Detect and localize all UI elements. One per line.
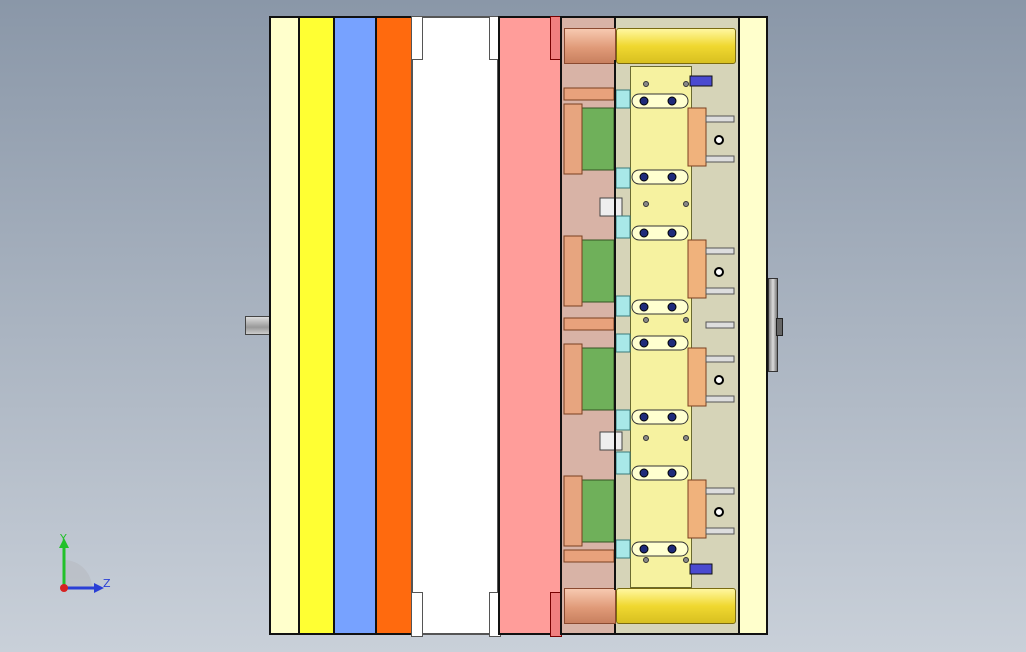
core-plate	[498, 16, 562, 635]
clamp-plate-left	[269, 16, 300, 635]
triad-z-label: Z	[103, 577, 111, 590]
blue-strip-top	[689, 75, 713, 87]
sprue-pin-left	[245, 316, 271, 335]
spacer-block	[411, 16, 499, 635]
bolt-slots	[631, 93, 689, 557]
blue-strip-bottom	[689, 563, 713, 575]
cavity-block	[630, 66, 692, 588]
return-pins	[705, 115, 735, 535]
y-axis-arrow	[59, 538, 69, 548]
triad-y-label: Y	[60, 532, 67, 545]
side-cylinders	[687, 107, 707, 539]
support-plate	[375, 16, 413, 635]
guide-bush-top	[564, 28, 616, 64]
coordinate-triad	[59, 538, 104, 593]
clamp-plate-right	[738, 16, 768, 635]
small-screws	[643, 81, 689, 563]
cyan-strips	[615, 89, 631, 559]
locating-ring-nub	[776, 318, 783, 336]
x-axis-dot	[60, 584, 68, 592]
spacer-notch	[411, 592, 423, 637]
guide-pillar-top	[616, 28, 736, 64]
mold-details-svg	[563, 60, 735, 590]
bolt-heads	[639, 96, 677, 554]
guide-pillar-bottom	[616, 588, 736, 624]
ejector-plate	[333, 16, 377, 635]
z-axis-arrow	[94, 583, 104, 593]
ejector-pins	[563, 87, 623, 563]
spacer-notch	[411, 16, 423, 60]
ejector-retainer-plate	[298, 16, 335, 635]
guide-bush-bottom	[564, 588, 616, 624]
side-cylinder-holes	[714, 135, 724, 517]
